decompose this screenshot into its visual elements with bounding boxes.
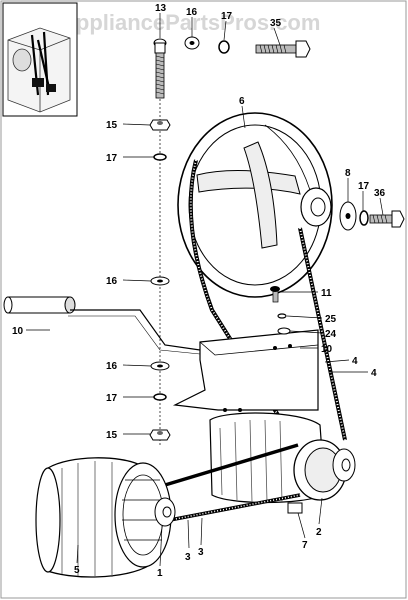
part-11-screw bbox=[270, 286, 280, 303]
part-17-lockwasher-lower bbox=[153, 393, 167, 401]
leader-lines bbox=[26, 13, 384, 567]
callout-24: 24 bbox=[325, 329, 337, 340]
part-8-washer bbox=[339, 201, 357, 231]
part-16-washer-lower bbox=[150, 361, 170, 371]
callout-8: 8 bbox=[345, 168, 351, 179]
part-17-lockwasher-right bbox=[359, 210, 369, 226]
callout-6: 6 bbox=[239, 96, 245, 107]
callout-17-upper: 17 bbox=[106, 153, 118, 164]
part-5-motor bbox=[35, 457, 176, 578]
callout-17-lower: 17 bbox=[106, 393, 118, 404]
part-4-belt bbox=[188, 159, 347, 452]
watermark-text: AppliancePartsPros.com bbox=[60, 10, 320, 35]
callout-5: 5 bbox=[74, 565, 80, 576]
callout-15-upper: 15 bbox=[106, 120, 118, 131]
callout-13: 13 bbox=[155, 3, 167, 14]
callout-35: 35 bbox=[270, 18, 282, 29]
locator-inset bbox=[2, 2, 78, 117]
callout-36: 36 bbox=[374, 188, 386, 199]
callout-17-top: 17 bbox=[221, 11, 233, 22]
callout-11: 11 bbox=[321, 288, 332, 299]
part-3-belt bbox=[164, 443, 301, 522]
callout-3-right: 3 bbox=[198, 547, 204, 558]
part-15-nut-upper bbox=[149, 119, 171, 131]
callout-4-upper: 4 bbox=[352, 356, 358, 367]
part-24-washer bbox=[277, 327, 291, 335]
part-16-washer-top bbox=[184, 36, 200, 50]
callout-15-lower: 15 bbox=[106, 430, 118, 441]
callout-25: 25 bbox=[325, 314, 337, 325]
part-17-lockwasher-upper bbox=[153, 153, 167, 161]
part-10-shaft-bracket bbox=[3, 296, 201, 355]
part-13-bolt bbox=[153, 38, 167, 99]
callout-3-left: 3 bbox=[185, 552, 191, 563]
part-7-retainer bbox=[287, 502, 303, 514]
part-25-clip bbox=[277, 313, 287, 319]
callout-16-middle: 16 bbox=[106, 276, 118, 287]
mounting-bracket bbox=[172, 329, 319, 412]
callout-10-bracket: 10 bbox=[321, 344, 333, 355]
callout-labels: 13 16 17 35 6 15 17 8 17 36 16 11 25 24 … bbox=[12, 3, 386, 579]
part-35-bolt bbox=[255, 40, 311, 58]
callout-16-lower: 16 bbox=[106, 361, 118, 372]
callout-1: 1 bbox=[157, 568, 163, 579]
callout-17-right: 17 bbox=[358, 181, 370, 192]
callout-4-lower: 4 bbox=[371, 368, 377, 379]
callout-16-top: 16 bbox=[186, 7, 198, 18]
part-17-lockwasher-top bbox=[218, 40, 230, 54]
callout-10-shaft: 10 bbox=[12, 326, 24, 337]
part-16-washer-middle bbox=[150, 276, 170, 286]
part-6-large-pulley bbox=[177, 112, 333, 298]
part-2-pump-pulley bbox=[209, 412, 356, 504]
callout-2: 2 bbox=[316, 527, 322, 538]
callout-7: 7 bbox=[302, 540, 308, 551]
part-36-bolt bbox=[369, 210, 405, 228]
part-15-nut-lower bbox=[149, 429, 171, 441]
